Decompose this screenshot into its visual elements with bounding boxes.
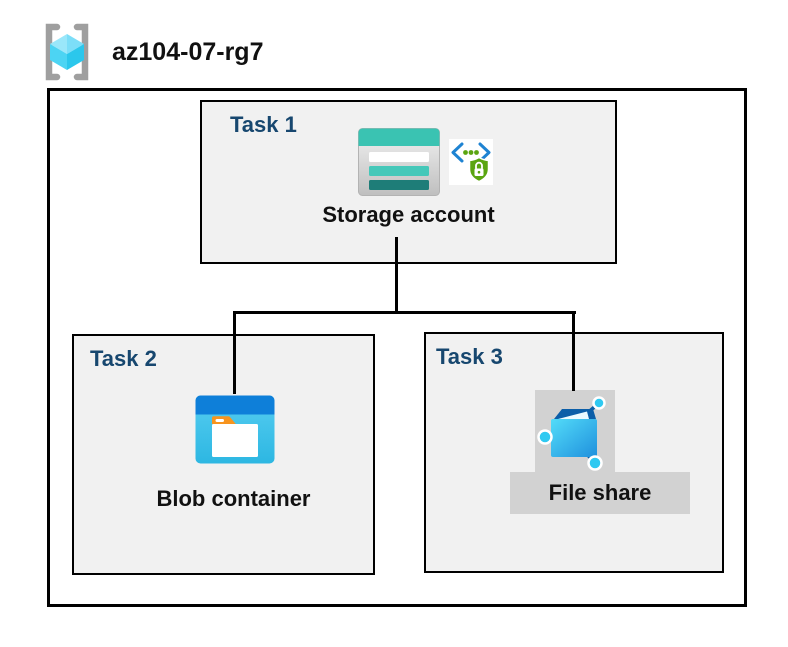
resource-group-name: az104-07-rg7 xyxy=(112,38,264,66)
file-share-icon xyxy=(535,390,615,472)
task1-resource-label: Storage account xyxy=(322,202,495,227)
storage-account-icon xyxy=(358,128,440,196)
task2-label: Task 2 xyxy=(90,346,157,371)
task3-resource-label: File share xyxy=(548,480,652,505)
secure-access-badge-icon xyxy=(449,139,493,185)
connector-storage-stem xyxy=(395,237,398,314)
connector-to-blob-container xyxy=(233,311,236,394)
task2-resource-label: Blob container xyxy=(156,486,311,511)
file-share-label-plate: File share xyxy=(510,472,690,514)
blob-container-icon xyxy=(195,395,275,464)
task1-box: Task 1 xyxy=(200,100,617,264)
task1-label: Task 1 xyxy=(230,112,297,137)
task2-box: Task 2 Blob container xyxy=(72,334,375,575)
resource-group-icon xyxy=(36,20,98,84)
connector-to-file-share xyxy=(572,311,575,391)
task3-label: Task 3 xyxy=(436,344,503,369)
connector-horizontal xyxy=(233,311,576,314)
